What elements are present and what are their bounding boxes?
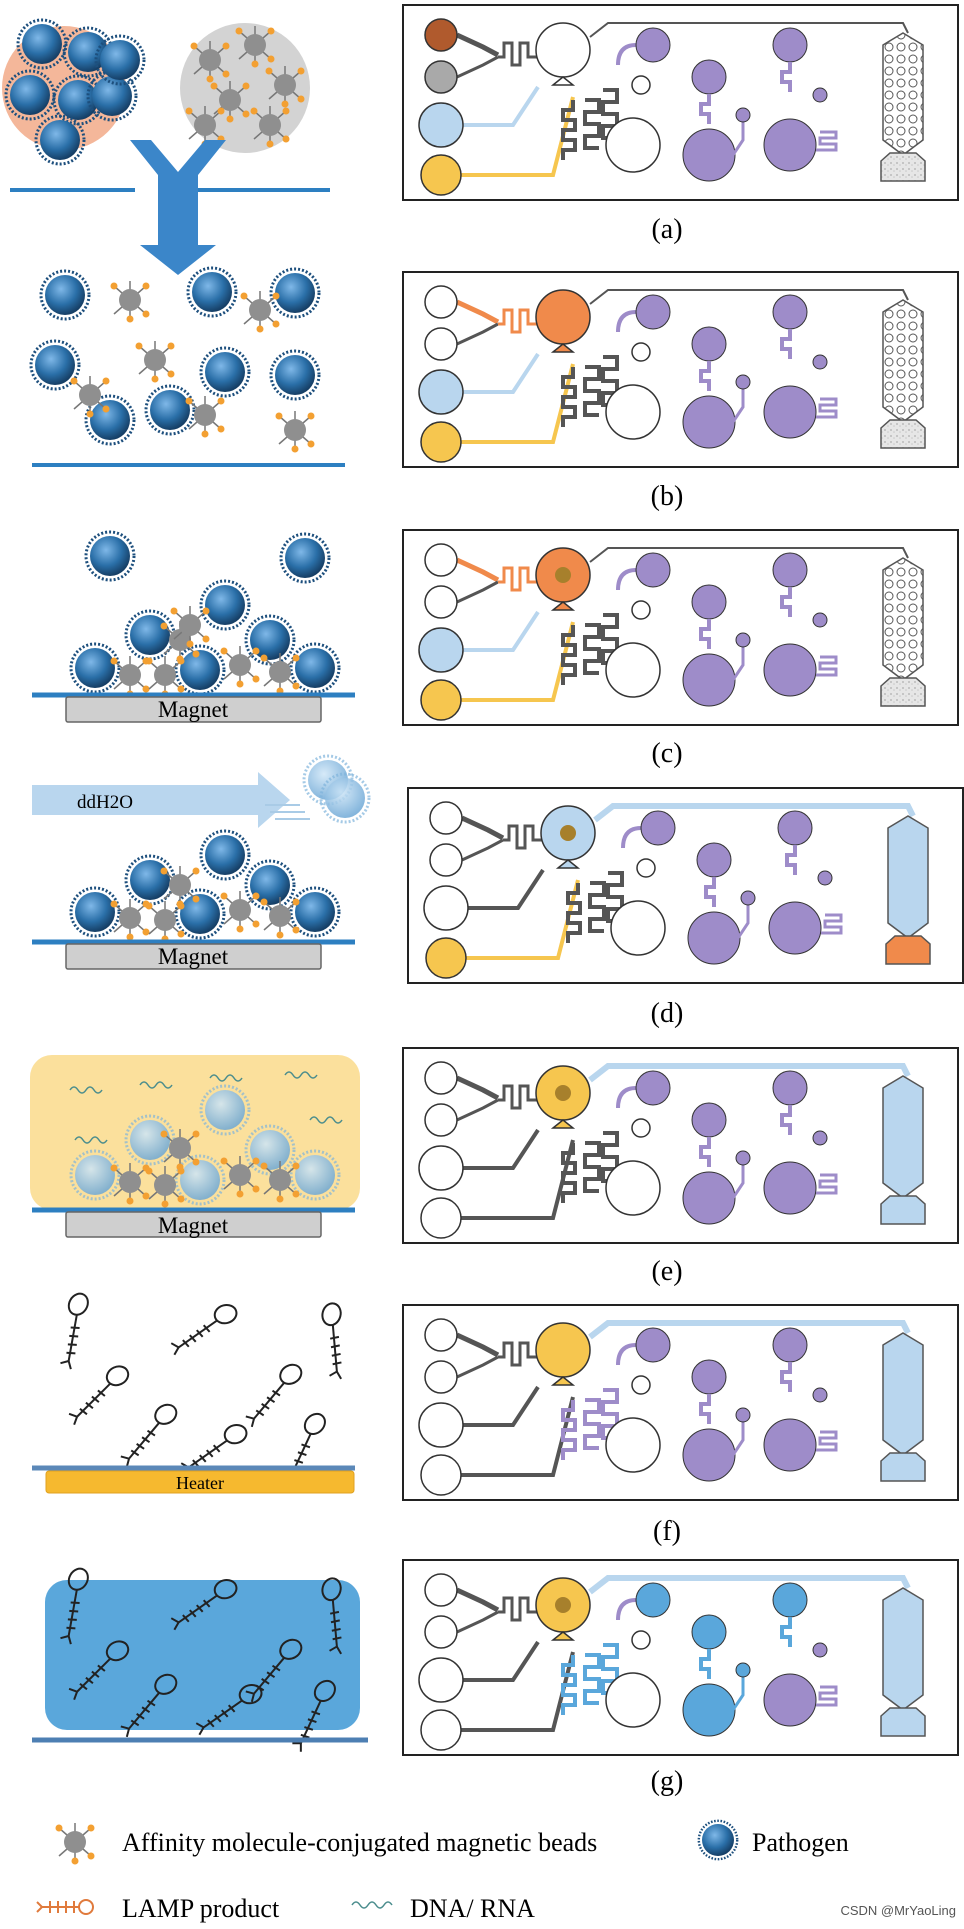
legend-dna-text: DNA/ RNA xyxy=(410,1894,535,1923)
panel-e-left xyxy=(30,1055,360,1238)
panel-label-f: (f) xyxy=(653,1516,681,1547)
chip-f xyxy=(402,1304,959,1501)
lamp-legend-icon xyxy=(36,1899,94,1915)
chip-a xyxy=(402,4,959,201)
chip-e xyxy=(402,1047,959,1244)
panel-label-b: (b) xyxy=(651,481,684,512)
panel-b-left xyxy=(29,266,345,467)
panel-a-left xyxy=(2,18,330,275)
magnet-label-d: Magnet xyxy=(158,944,229,969)
panel-label-d: (d) xyxy=(651,998,684,1029)
panel-label-g: (g) xyxy=(651,1766,684,1797)
panel-label-a: (a) xyxy=(651,214,682,245)
chip-d xyxy=(407,787,964,984)
dna-strands-e xyxy=(69,1071,343,1144)
chip-c xyxy=(402,529,959,726)
legend-lamp-text: LAMP product xyxy=(122,1894,280,1923)
legend-beads-text: Affinity molecule-conjugated magnetic be… xyxy=(122,1828,597,1857)
magnet-label-c: Magnet xyxy=(158,697,229,722)
panel-c-left xyxy=(32,530,355,723)
ddh2o-label: ddH2O xyxy=(77,792,133,813)
panel-f-left xyxy=(32,1289,361,1494)
panel-label-c: (c) xyxy=(651,738,682,769)
panel-label-e: (e) xyxy=(651,1256,682,1287)
chip-b xyxy=(402,271,959,468)
watermark: CSDN @MrYaoLing xyxy=(840,1903,956,1918)
panel-g-left xyxy=(32,1564,368,1753)
pathogen-legend-icon xyxy=(697,1819,739,1861)
legend-pathogen-text: Pathogen xyxy=(752,1828,849,1857)
dna-legend-icon xyxy=(351,1901,393,1909)
chip-g xyxy=(402,1559,959,1756)
panel-d-left xyxy=(32,754,371,970)
legend: Affinity molecule-conjugated magnetic be… xyxy=(36,1819,849,1923)
magnet-label-e: Magnet xyxy=(158,1213,229,1238)
heater-label: Heater xyxy=(176,1473,224,1493)
bead-legend-icon xyxy=(54,1822,96,1866)
